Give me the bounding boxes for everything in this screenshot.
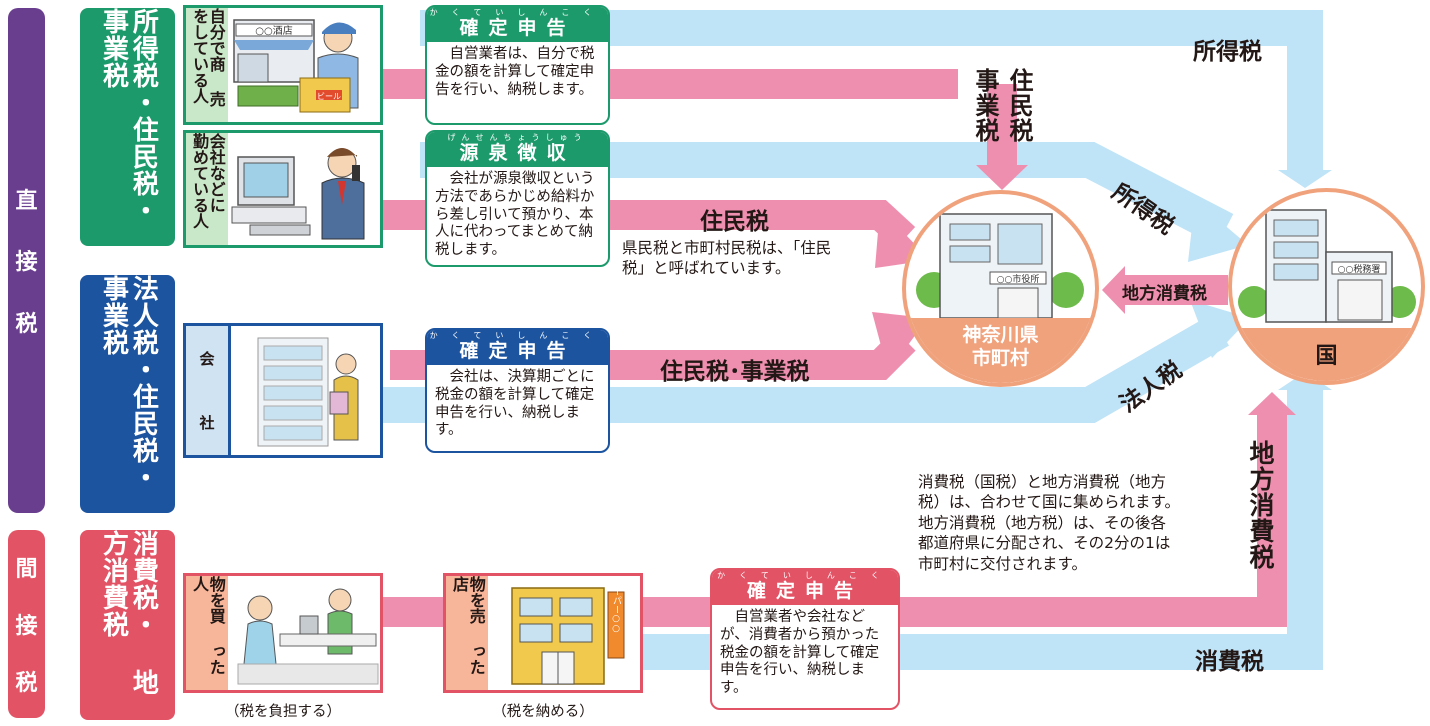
label-local-consumption: 地方消費税 <box>1122 284 1207 304</box>
national-government-circle: ○○税務署 国 <box>1228 188 1425 385</box>
arrowhead-local-top <box>976 165 1028 190</box>
consumption-note: 消費税（国税）と地方消費税（地方税）は、合わせて国に集められます。地方消費税（地… <box>918 473 1180 573</box>
city-hall-illustration: ○○市役所 <box>916 213 1084 319</box>
income-tax-flow-employee <box>420 142 1234 246</box>
income-tax-flow-top <box>420 10 1323 170</box>
consumption-category-line2: 地方消費税 <box>98 530 159 696</box>
buyer-panel: 物を買 った人 <box>183 573 383 693</box>
consumption-flow <box>370 415 1287 627</box>
seller-caption: （税を納める） <box>492 704 594 720</box>
procedure-4-body: 自営業者や会社などが、消費者から預かった税金の額を計算して確定申告を行い、納税し… <box>720 609 880 696</box>
label-juminzei: 住民税 <box>700 209 769 235</box>
arrowhead-national-employee <box>1188 200 1248 262</box>
procedure-self-employed: かくていしんこく 確定申告 自営業者は、自分で税金の額を計算して確定申告を行い、… <box>425 5 610 125</box>
supermarket-illustration: スーパー○○ <box>511 582 625 685</box>
employee-label-b: 勤めている人 <box>190 133 209 229</box>
procedure-withholding: げんせんちょうしゅう 源泉徴収 会社が源泉徴収という方法であらかじめ給料から差し… <box>425 130 610 267</box>
shop-sign: ○○酒店 <box>255 24 292 37</box>
self-employed-panel: 自分で商 売をしている人 ○○酒店 ビール <box>183 5 383 125</box>
label-local-consumption-vertical: 地方消費税 <box>1246 440 1275 570</box>
buyer-caption: （税を負担する） <box>225 704 341 720</box>
self-employed-label-a: 自分で商 <box>206 8 226 72</box>
buyer-label-a: 物を買 <box>206 576 226 624</box>
direct-tax-char-3: 税 <box>15 312 38 338</box>
company-label-a: 会 <box>199 349 215 368</box>
supermarket-sign: スーパー○○ <box>611 582 622 634</box>
label-income-tax-top: 所得税 <box>1193 39 1262 65</box>
label-juminzei-col: 住民税 <box>1005 68 1033 143</box>
buyer-label-b: った人 <box>190 576 226 675</box>
company-building-illustration <box>257 337 359 447</box>
corporate-tax-category: 法人税・住民税・ 事業税 <box>80 275 175 513</box>
office-worker-illustration <box>231 148 365 240</box>
consumption-category-line1: 消費税・ <box>128 530 159 638</box>
seller-label-a: 物を売 <box>466 576 486 624</box>
local-government-label: 神奈川県 市町村 <box>906 318 1095 383</box>
arrowhead-national-local-consumption <box>1248 392 1296 415</box>
income-category-line2: 事業税 <box>98 8 129 89</box>
employee-panel: 会社などに 勤めている人 <box>183 130 383 248</box>
employee-label-a: 会社などに <box>206 133 226 213</box>
company-panel: 会 社 <box>183 323 383 458</box>
indirect-tax-char-3: 税 <box>15 671 38 697</box>
corporate-category-line2: 事業税 <box>98 275 129 356</box>
procedure-2-reading: げんせんちょうしゅう <box>447 133 588 142</box>
procedure-consumption: かくていしんこく 確定申告 自営業者や会社などが、消費者から預かった税金の額を計… <box>710 568 900 710</box>
tax-office-illustration: ○○税務署 <box>1238 209 1416 323</box>
seller-label-b: った店 <box>450 576 486 675</box>
shopkeeper-illustration: ○○酒店 ビール <box>233 19 359 113</box>
procedure-1-body: 自営業者は、自分で税金の額を計算して確定申告を行い、納税します。 <box>435 46 595 98</box>
label-jigyozei-col: 事業税 <box>971 68 999 143</box>
crate-label: ビール <box>317 92 341 101</box>
direct-tax-char-1: 直 <box>15 188 38 214</box>
procedure-4-title: 確定申告 <box>746 580 863 602</box>
local-government-circle: ○○市役所 神奈川県 市町村 <box>902 190 1099 387</box>
local-label-line1: 神奈川県 <box>962 324 1039 346</box>
procedure-3-body: 会社は、決算期ごとに税金の額を計算して確定申告を行い、納税します。 <box>435 369 595 439</box>
procedure-3-title: 確定申告 <box>459 340 576 362</box>
arrowhead-local-from-national <box>1102 266 1125 314</box>
shopping-illustration <box>237 588 379 685</box>
procedure-1-title: 確定申告 <box>459 17 576 39</box>
juminzei-note: 県民税と市町村民税は、「住民税」と呼ばれています。 <box>622 239 832 278</box>
indirect-tax-char-2: 接 <box>15 613 38 639</box>
national-government-label: 国 <box>1232 328 1421 381</box>
direct-tax-sidebar: 直 接 税 <box>8 8 45 513</box>
corporate-category-line1: 法人税・住民税・ <box>128 275 159 491</box>
local-label-line2: 市町村 <box>971 346 1029 369</box>
procedure-2-body: 会社が源泉徴収という方法であらかじめ給料から差し引いて預かり、本人に代わってまと… <box>435 171 595 258</box>
label-juminzei-jigyozei: 住民税･事業税 <box>660 359 810 385</box>
income-tax-category: 所得税・住民税・ 事業税 <box>80 8 175 246</box>
procedure-company: かくていしんこく 確定申告 会社は、決算期ごとに税金の額を計算して確定申告を行い… <box>425 328 610 453</box>
indirect-tax-sidebar: 間 接 税 <box>8 530 45 718</box>
seller-panel: 物を売 った店 スーパー○○ <box>443 573 643 693</box>
income-category-line1: 所得税・住民税・ <box>128 8 159 224</box>
procedure-4-reading: かくていしんこく <box>717 571 893 580</box>
direct-tax-char-2: 接 <box>15 250 38 276</box>
company-label-b: 社 <box>199 414 215 433</box>
tax-office-sign: ○○税務署 <box>1338 263 1381 275</box>
label-consumption-tax: 消費税 <box>1195 649 1264 675</box>
consumption-tax-category: 消費税・ 地方消費税 <box>80 530 175 720</box>
self-employed-label-b: 売をしている人 <box>190 8 226 107</box>
procedure-2-title: 源泉徴収 <box>459 142 576 164</box>
procedure-3-reading: かくていしんこく <box>429 331 606 340</box>
indirect-tax-char-1: 間 <box>15 556 38 582</box>
city-hall-sign: ○○市役所 <box>997 273 1040 285</box>
procedure-1-reading: かくていしんこく <box>429 8 606 17</box>
arrowhead-national-top <box>1278 170 1332 188</box>
